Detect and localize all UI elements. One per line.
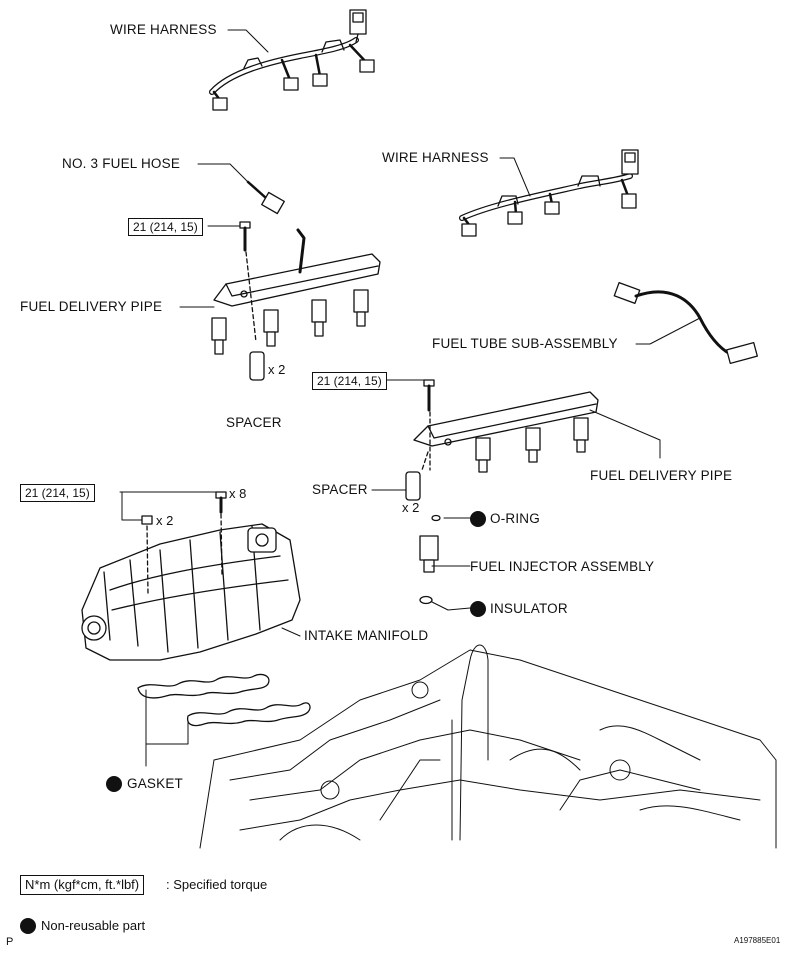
wire-harness-top-drawing xyxy=(209,9,375,111)
o-ring-drawing xyxy=(431,514,441,522)
fuel-tube-sub-assembly-drawing xyxy=(613,282,758,365)
leader-lines xyxy=(119,29,701,767)
figure-code: A197885E01 xyxy=(734,936,781,945)
wire-harness-right-drawing xyxy=(459,149,639,237)
qty-manifold-nut: x 2 xyxy=(156,513,174,528)
legend-torque-unit: N*m (kgf*cm, ft.*lbf) xyxy=(20,875,145,895)
label-wire-harness-top: WIRE HARNESS xyxy=(110,22,217,37)
legend-nonreusable-marker xyxy=(20,918,36,934)
legend-torque-description: : Specified torque xyxy=(166,877,268,892)
fuel-delivery-pipe-left-drawing xyxy=(211,228,381,355)
fuel-delivery-pipe-right-bolt xyxy=(421,379,435,471)
no3-fuel-hose-drawing xyxy=(246,180,285,215)
engine-block-drawing xyxy=(199,644,777,849)
label-wire-harness-right: WIRE HARNESS xyxy=(382,150,489,165)
spacer-right-drawing xyxy=(405,471,421,501)
page-letter: P xyxy=(6,936,14,948)
intake-manifold-drawing xyxy=(81,523,301,661)
torque-box-manifold: 21 (214, 15) xyxy=(20,484,95,502)
label-fuel-delivery-pipe-left: FUEL DELIVERY PIPE xyxy=(20,299,163,314)
manifold-bolt xyxy=(215,491,227,577)
qty-spacer-right: x 2 xyxy=(402,500,420,515)
label-no3-fuel-hose: NO. 3 FUEL HOSE xyxy=(62,156,181,171)
gasket-drawing xyxy=(137,673,311,727)
label-fuel-injector-assembly: FUEL INJECTOR ASSEMBLY xyxy=(470,559,655,574)
qty-manifold-bolt: x 8 xyxy=(229,486,247,501)
fuel-delivery-pipe-left-bolt xyxy=(239,221,257,343)
label-insulator: INSULATOR xyxy=(490,601,568,616)
nonreusable-marker-gasket xyxy=(106,776,122,792)
label-fuel-delivery-pipe-right: FUEL DELIVERY PIPE xyxy=(590,468,733,483)
label-intake-manifold: INTAKE MANIFOLD xyxy=(304,628,429,643)
fuel-delivery-pipe-right-drawing xyxy=(413,391,599,473)
torque-box-left-pipe: 21 (214, 15) xyxy=(128,218,203,236)
label-gasket: GASKET xyxy=(127,776,183,791)
label-o-ring: O-RING xyxy=(490,511,540,526)
torque-box-right-pipe: 21 (214, 15) xyxy=(312,372,387,390)
label-fuel-tube-sub-assembly: FUEL TUBE SUB-ASSEMBLY xyxy=(432,336,618,351)
qty-spacer-left: x 2 xyxy=(268,362,286,377)
fuel-injector-drawing xyxy=(419,535,439,573)
nonreusable-marker-insulator xyxy=(470,601,486,617)
insulator-drawing xyxy=(419,595,433,605)
nonreusable-marker-o-ring xyxy=(470,511,486,527)
spacer-left-drawing xyxy=(249,351,265,381)
legend-nonreusable-text: Non-reusable part xyxy=(41,918,146,933)
label-spacer-right: SPACER xyxy=(312,482,368,497)
label-spacer-left: SPACER xyxy=(226,415,282,430)
